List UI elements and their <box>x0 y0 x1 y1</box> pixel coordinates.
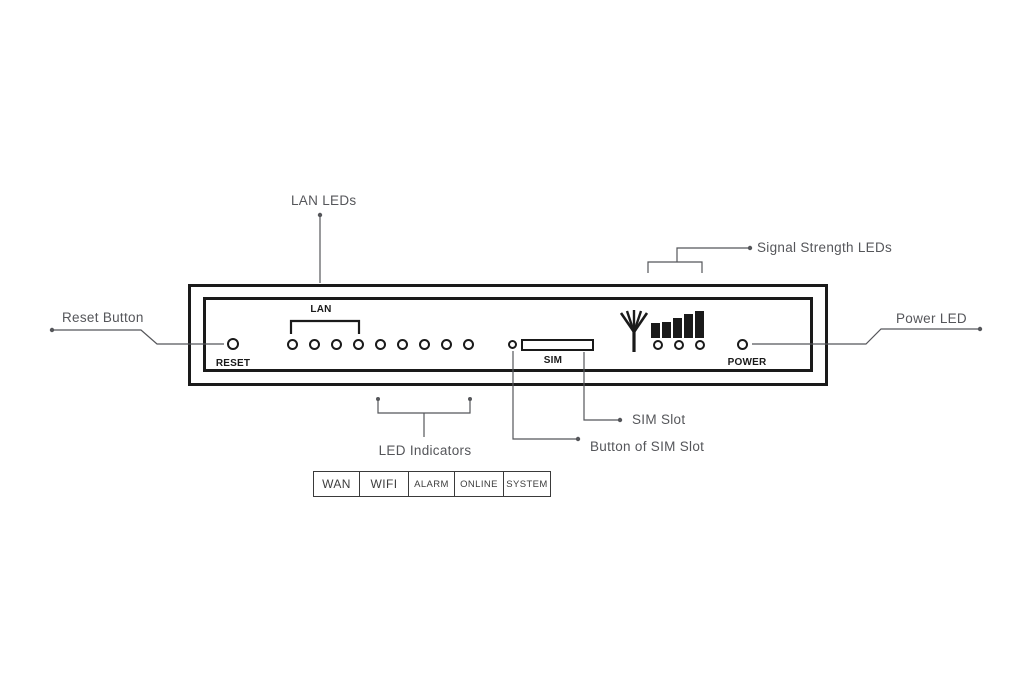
signal-bar <box>651 323 660 338</box>
signal-led-circle <box>653 340 663 350</box>
connector-dot <box>575 436 581 442</box>
panel-label-sim: SIM <box>543 355 563 366</box>
connector-dot <box>49 327 55 333</box>
signal-leds-bracket <box>647 261 703 273</box>
panel-label-reset: RESET <box>215 358 251 369</box>
signal-led-circle <box>695 340 705 350</box>
callout-label-signal-strength-leds: Signal Strength LEDs <box>757 240 893 255</box>
panel-label-power: POWER <box>727 357 767 368</box>
callout-label-led-indicators: LED Indicators <box>378 443 472 458</box>
lan-led-circle <box>331 339 342 350</box>
connector-dot <box>468 397 472 401</box>
signal-bar <box>684 314 693 338</box>
connector-dot <box>977 326 983 332</box>
lan-led-circle <box>353 339 364 350</box>
connector-dot <box>617 417 623 423</box>
led-table-cell-online: ONLINE <box>455 472 504 496</box>
led-circle <box>375 339 386 350</box>
lan-led-circle <box>287 339 298 350</box>
connector-dot <box>376 397 380 401</box>
led-indicator-table: WAN WIFI ALARM ONLINE SYSTEM <box>313 471 551 497</box>
led-table-cell-alarm: ALARM <box>409 472 455 496</box>
callout-label-power-led: Power LED <box>896 311 967 326</box>
connector-dot <box>747 245 753 251</box>
signal-leds-connector <box>676 247 750 262</box>
led-table-cell-wifi: WIFI <box>360 472 409 496</box>
callout-label-reset-button: Reset Button <box>62 310 144 325</box>
signal-bar <box>673 318 682 338</box>
led-circle <box>463 339 474 350</box>
led-table-cell-system: SYSTEM <box>506 478 548 490</box>
led-table-cell-wan: WAN <box>314 472 360 496</box>
power-led-circle <box>737 339 748 350</box>
sim-eject-button-circle <box>508 340 517 349</box>
sim-slot-rect <box>521 339 594 351</box>
connector-dot <box>317 212 323 218</box>
led-indicators-bracket <box>377 400 471 414</box>
callout-label-sim-slot: SIM Slot <box>632 412 686 427</box>
signal-led-circle <box>674 340 684 350</box>
signal-bar <box>662 322 671 338</box>
led-circle <box>441 339 452 350</box>
callout-label-button-of-sim-slot: Button of SIM Slot <box>590 439 705 454</box>
panel-label-lan: LAN <box>310 304 332 315</box>
callout-label-lan-leds: LAN LEDs <box>291 193 357 208</box>
lan-led-circle <box>309 339 320 350</box>
signal-bar <box>695 311 704 338</box>
led-circle <box>397 339 408 350</box>
antenna-icon <box>619 310 649 352</box>
reset-button-circle <box>227 338 239 350</box>
led-circle <box>419 339 430 350</box>
